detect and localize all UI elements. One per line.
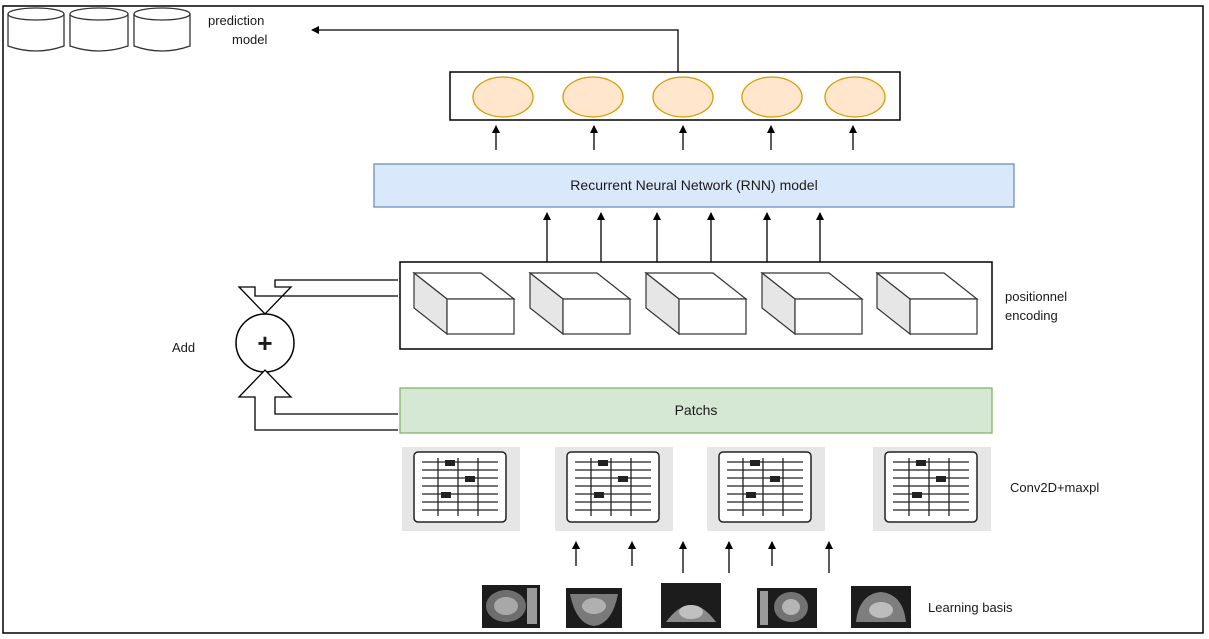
scan-image — [482, 585, 540, 628]
encoding-block — [528, 271, 632, 336]
scan-image — [757, 588, 817, 628]
output-node — [824, 76, 886, 118]
conv-block — [555, 447, 673, 531]
conv-label: Conv2D+maxpl — [1010, 480, 1099, 495]
encoding-block — [644, 271, 748, 336]
database-icon — [69, 7, 129, 52]
encoding-to-rnn-arrows — [543, 212, 824, 262]
patches-to-add-arrow — [237, 369, 398, 431]
plus-icon: + — [257, 328, 272, 358]
database-icons — [7, 7, 191, 52]
encoding-block — [412, 271, 516, 336]
output-nodes — [472, 76, 886, 118]
encoding-block — [760, 271, 864, 336]
database-icon — [133, 7, 191, 52]
rnn-to-nodes-arrows — [492, 125, 857, 150]
output-node — [472, 76, 534, 118]
scan-image — [851, 586, 911, 628]
encoding-block — [875, 271, 979, 336]
conv-block — [707, 447, 825, 531]
rnn-band — [373, 163, 1015, 208]
rnn-label: Recurrent Neural Network (RNN) model — [570, 177, 817, 193]
output-node — [652, 76, 714, 118]
output-node — [741, 76, 803, 118]
encoding-to-add-arrow — [237, 279, 398, 315]
conv-block — [873, 447, 991, 531]
database-icon — [7, 7, 65, 52]
learning-images — [482, 583, 911, 628]
conv-block — [402, 447, 520, 531]
patches-band — [399, 387, 993, 434]
encoding-blocks — [412, 271, 979, 336]
scan-image — [566, 588, 622, 628]
output-node — [562, 76, 624, 118]
positional-label-line2: encoding — [1005, 308, 1058, 323]
prediction-label-line1: prediction — [208, 13, 264, 28]
output-to-prediction-arrow — [311, 26, 679, 72]
scan-image — [661, 583, 721, 628]
positional-label-line1: positionnel — [1005, 289, 1067, 304]
prediction-label-line2: model — [232, 32, 268, 47]
patches-label: Patchs — [675, 402, 718, 418]
conv-blocks — [402, 447, 991, 531]
learning-label: Learning basis — [928, 600, 1013, 615]
input-to-conv-arrows — [572, 541, 833, 573]
add-label: Add — [172, 340, 195, 355]
